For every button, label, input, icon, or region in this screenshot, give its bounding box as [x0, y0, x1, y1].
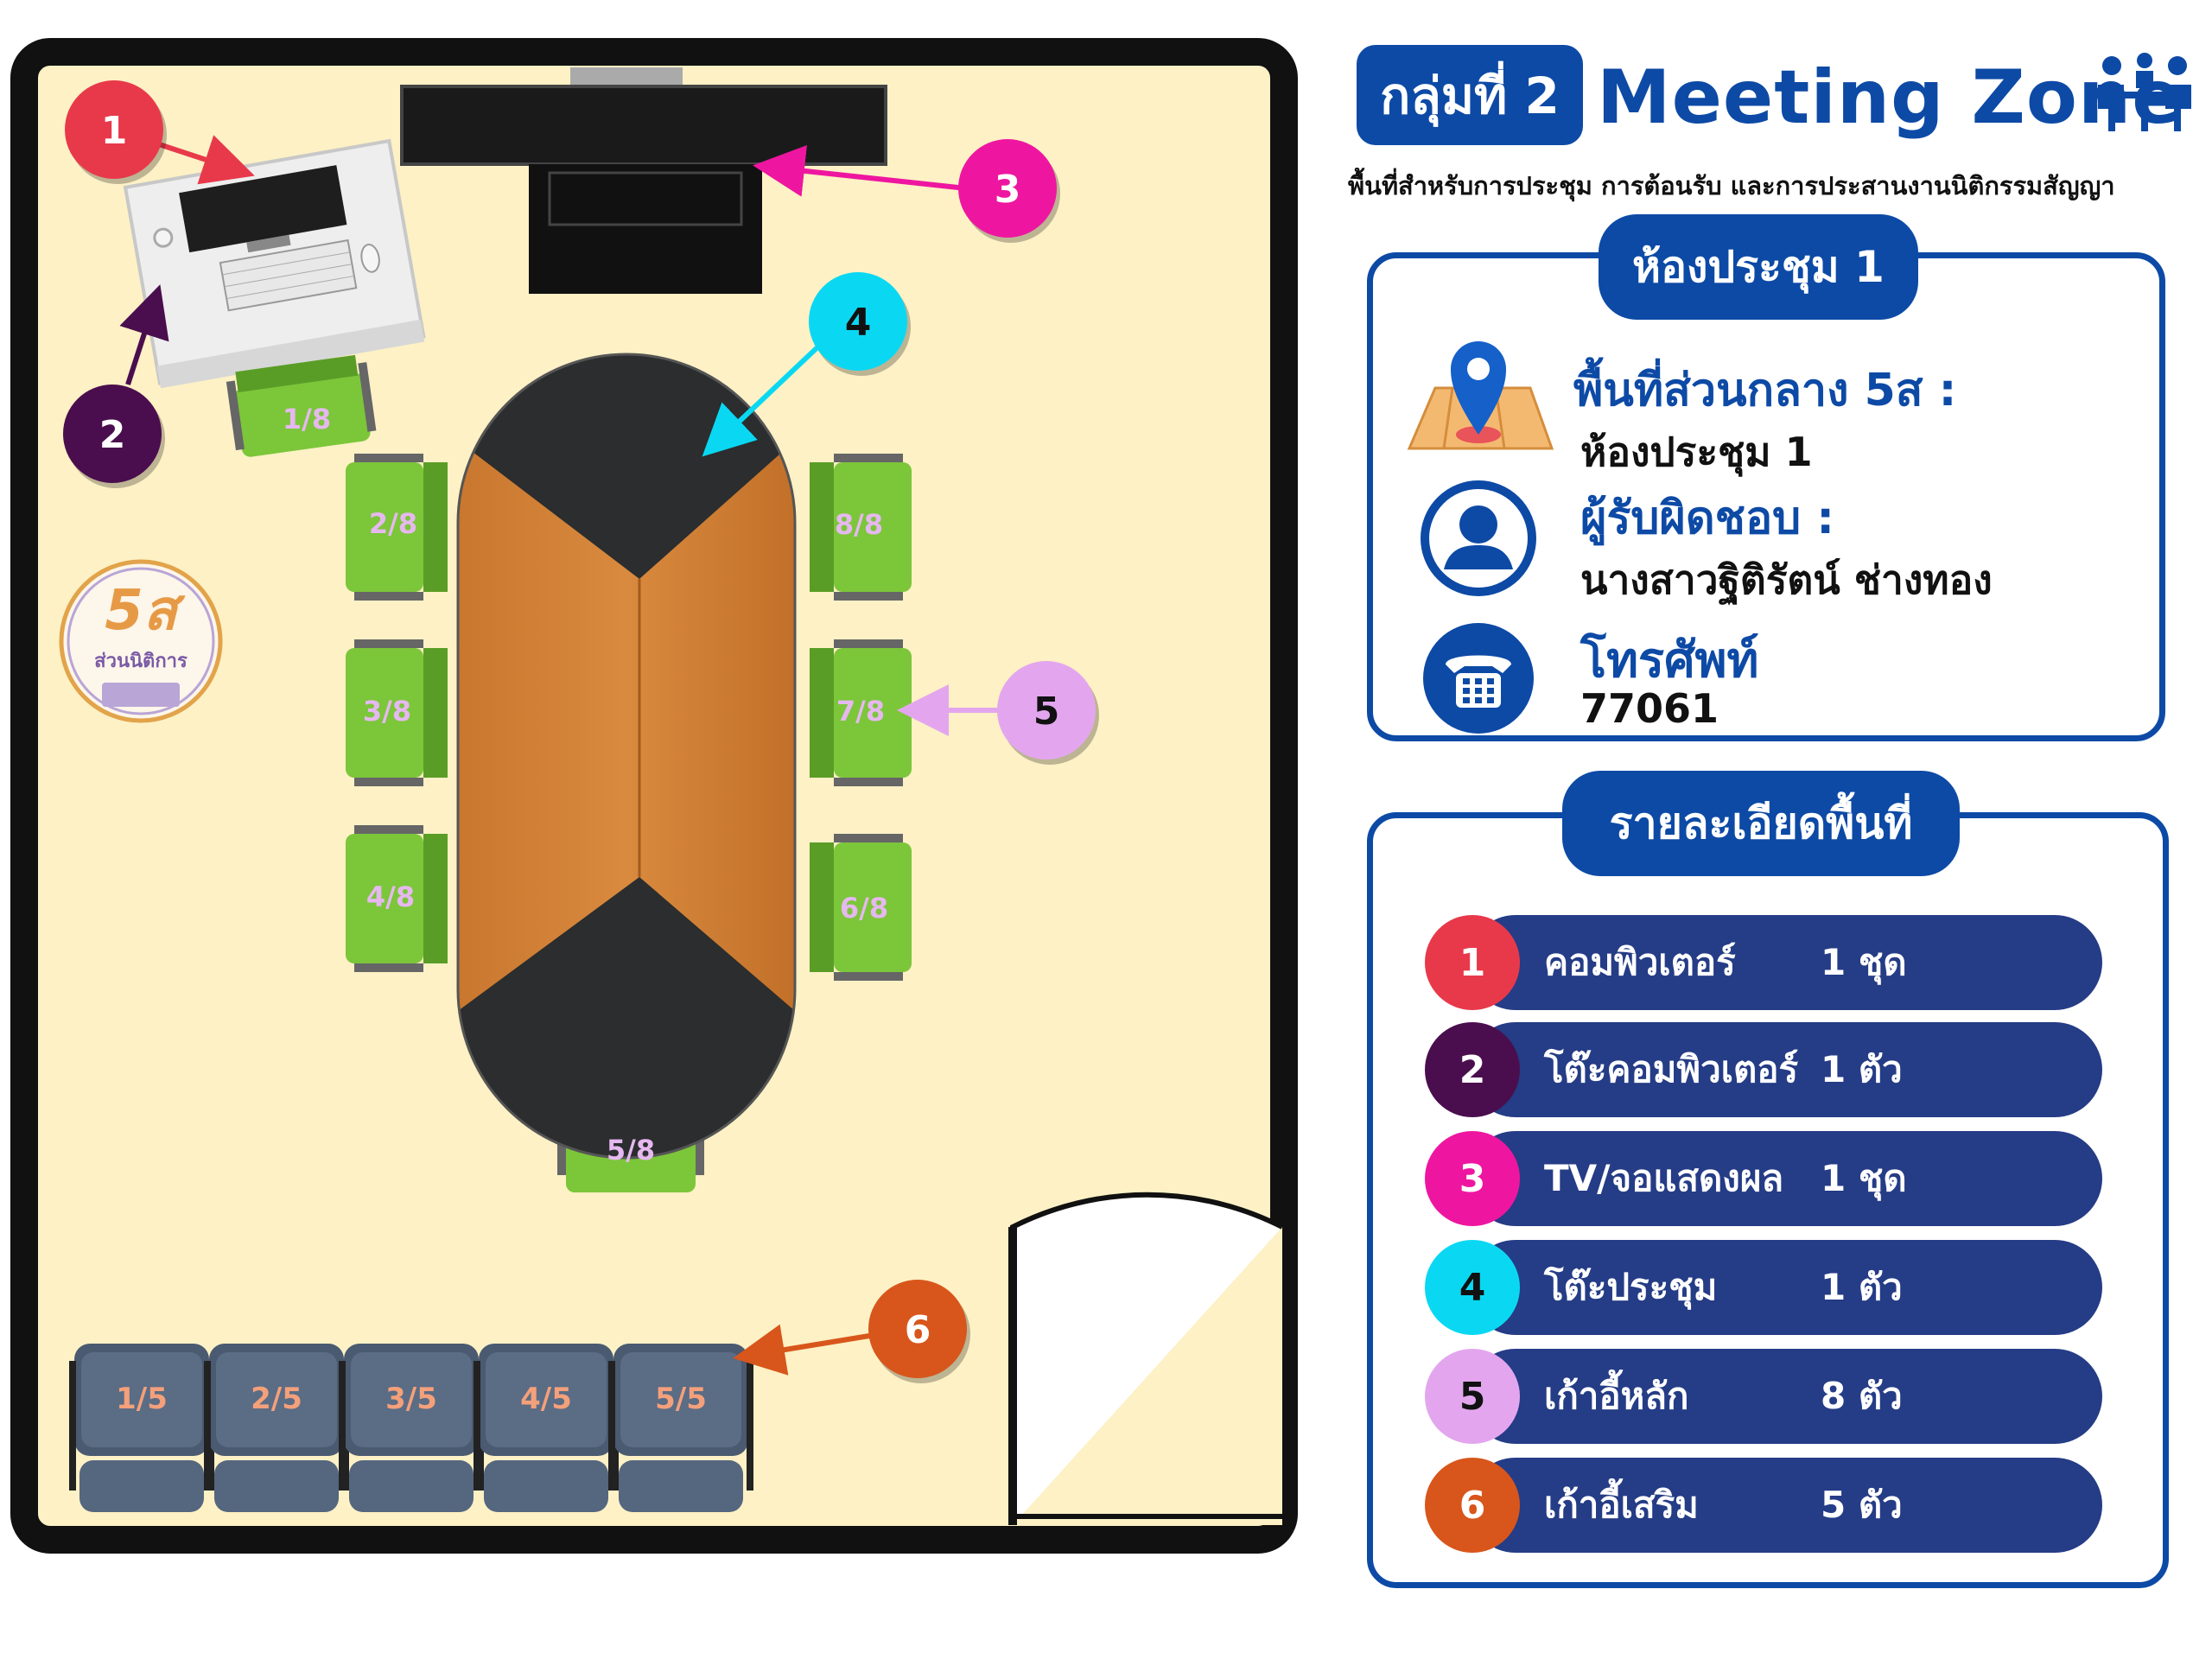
main-chair-label: 1/8 [283, 403, 331, 435]
detail-card: 1 คอมพิวเตอร์ 1 ชุด 2 โต๊ะคอมพิวเตอร์ 1 … [1367, 812, 2169, 1588]
detail-item-name: TV/จอแสดงผล [1544, 1157, 1784, 1199]
main-chair-label: 3/8 [363, 695, 411, 728]
detail-item-qty: 1 ชุด [1821, 941, 1907, 983]
detail-item-bar [1468, 915, 2102, 1010]
callout-badge-number: 1 [101, 109, 128, 153]
extra-chair-label: 1/5 [116, 1382, 168, 1416]
zone-subtitle: พื้นที่สำหรับการประชุม การต้อนรับ และการ… [1348, 171, 2115, 200]
detail-item-number: 1 [1425, 915, 1520, 1010]
extra-chair: 5/5 [608, 1344, 753, 1512]
detail-item-4: 4 โต๊ะประชุม 1 ตัว [1425, 1240, 2102, 1335]
computer-desk [123, 138, 426, 389]
detail-item-bar [1468, 1349, 2102, 1444]
detail-item-name: คอมพิวเตอร์ [1544, 941, 1736, 983]
detail-item-number: 5 [1425, 1349, 1520, 1444]
detail-item-number: 2 [1425, 1022, 1520, 1117]
extra-chair: 1/5 [69, 1344, 214, 1512]
callout-badge-3: 3 [958, 139, 1060, 243]
5s-logo: 5ส ส่วนนิติการ [59, 559, 223, 723]
room-tab-label: ห้องประชุม 1 [1599, 214, 1918, 320]
logo-text: 5ส [105, 579, 186, 643]
main-chair-label: 5/8 [607, 1134, 655, 1166]
phone-value: 77061 [1580, 685, 1719, 732]
detail-item-5: 5 เก้าอี้หลัก 8 ตัว [1425, 1349, 2102, 1444]
zone-title: Meeting Zone [1597, 54, 2183, 141]
owner-value: นางสาวฐิติรัตน์ ช่างทอง [1580, 556, 1993, 603]
main-chair-label: 8/8 [835, 508, 883, 541]
callout-badge-number: 4 [845, 301, 872, 345]
detail-item-3: 3 TV/จอแสดงผล 1 ชุด [1425, 1131, 2102, 1226]
floor-plan: 1/5 2/5 3/5 4/5 5/5 5ส ส่วนนิติการ 1/8 2/8 3/8… [10, 38, 1298, 1554]
detail-item-name: เก้าอี้เสริม [1544, 1484, 1699, 1526]
group-label: กลุ่มที่ 2 [1357, 45, 1583, 145]
callout-badge-number: 6 [905, 1308, 931, 1352]
info-panel: กลุ่มที่ 2 Meeting Zone พื้นที่สำหรับการ… [1348, 0, 2212, 1659]
detail-item-number: 4 [1425, 1240, 1520, 1335]
area-value: ห้องประชุม 1 [1580, 429, 1813, 475]
detail-item-6: 6 เก้าอี้เสริม 5 ตัว [1425, 1458, 2102, 1553]
person-icon [1421, 480, 1536, 596]
extra-chair-label: 3/5 [385, 1382, 437, 1416]
detail-item-1: 1 คอมพิวเตอร์ 1 ชุด [1425, 915, 2102, 1010]
callout-badges: 1 2 3 4 5 6 [63, 80, 1099, 1383]
detail-item-bar [1468, 1240, 2102, 1335]
detail-item-2: 2 โต๊ะคอมพิวเตอร์ 1 ตัว [1425, 1022, 2102, 1117]
callout-arrows [119, 135, 1002, 1376]
detail-item-qty: 1 ชุด [1821, 1157, 1907, 1199]
main-chair-1 [226, 354, 377, 457]
detail-item-name: โต๊ะประชุม [1544, 1266, 1718, 1308]
extra-chairs-row: 1/5 2/5 3/5 4/5 5/5 [69, 1344, 753, 1512]
main-chair-label: 6/8 [840, 892, 888, 925]
area-heading: พื้นที่ส่วนกลาง 5ส : [1573, 365, 1957, 416]
telephone-icon [1423, 623, 1534, 734]
callout-badge-6: 6 [868, 1280, 970, 1383]
detail-item-qty: 8 ตัว [1821, 1375, 1903, 1417]
floor-plan-drawing: 1/5 2/5 3/5 4/5 5/5 5ส ส่วนนิติการ 1/8 2/8 3/8… [10, 38, 1298, 1554]
callout-badge-number: 5 [1033, 690, 1060, 734]
extra-chair: 3/5 [339, 1344, 484, 1512]
main-chairs-right [810, 454, 912, 981]
main-chair-label: 4/8 [366, 880, 415, 913]
main-chairs-left [346, 454, 448, 972]
detail-item-qty: 1 ตัว [1821, 1048, 1903, 1090]
meeting-people-icon [2098, 53, 2191, 131]
extra-chair: 4/5 [474, 1344, 619, 1512]
detail-item-bar [1468, 1131, 2102, 1226]
detail-item-qty: 5 ตัว [1821, 1484, 1903, 1526]
detail-item-bar [1468, 1458, 2102, 1553]
map-pin-icon [1407, 341, 1554, 450]
callout-badge-number: 2 [99, 413, 126, 457]
extra-chair-label: 2/5 [251, 1382, 302, 1416]
detail-item-qty: 1 ตัว [1821, 1266, 1903, 1308]
main-chair-labels: 1/8 2/8 3/8 4/8 5/8 6/8 7/8 8/8 [283, 403, 888, 1166]
detail-tab-label: รายละเอียดพื้นที่ [1562, 771, 1960, 876]
door [1008, 1192, 1284, 1525]
logo-subtext: ส่วนนิติการ [94, 651, 188, 672]
detail-item-name: เก้าอี้หลัก [1544, 1375, 1689, 1417]
callout-badge-4: 4 [809, 272, 911, 376]
phone-heading: โทรศัพท์ [1580, 632, 1759, 689]
extra-chair-label: 5/5 [655, 1382, 707, 1416]
detail-item-name: โต๊ะคอมพิวเตอร์ [1544, 1048, 1799, 1090]
detail-item-number: 3 [1425, 1131, 1520, 1226]
callout-badge-2: 2 [63, 385, 165, 488]
detail-item-bar [1468, 1022, 2102, 1117]
callout-badge-number: 3 [995, 168, 1021, 212]
owner-heading: ผู้รับผิดชอบ : [1580, 493, 1835, 544]
extra-chair: 2/5 [204, 1344, 349, 1512]
meeting-table [456, 353, 797, 1160]
callout-badge-5: 5 [997, 661, 1099, 765]
extra-chair-label: 4/5 [520, 1382, 572, 1416]
main-chair-label: 7/8 [836, 695, 885, 728]
room-info-card: พื้นที่ส่วนกลาง 5ส : ห้องประชุม 1 ผู้รับ… [1367, 252, 2165, 741]
detail-item-number: 6 [1425, 1458, 1520, 1553]
main-chair-label: 2/8 [369, 507, 417, 540]
callout-badge-1: 1 [65, 80, 167, 184]
